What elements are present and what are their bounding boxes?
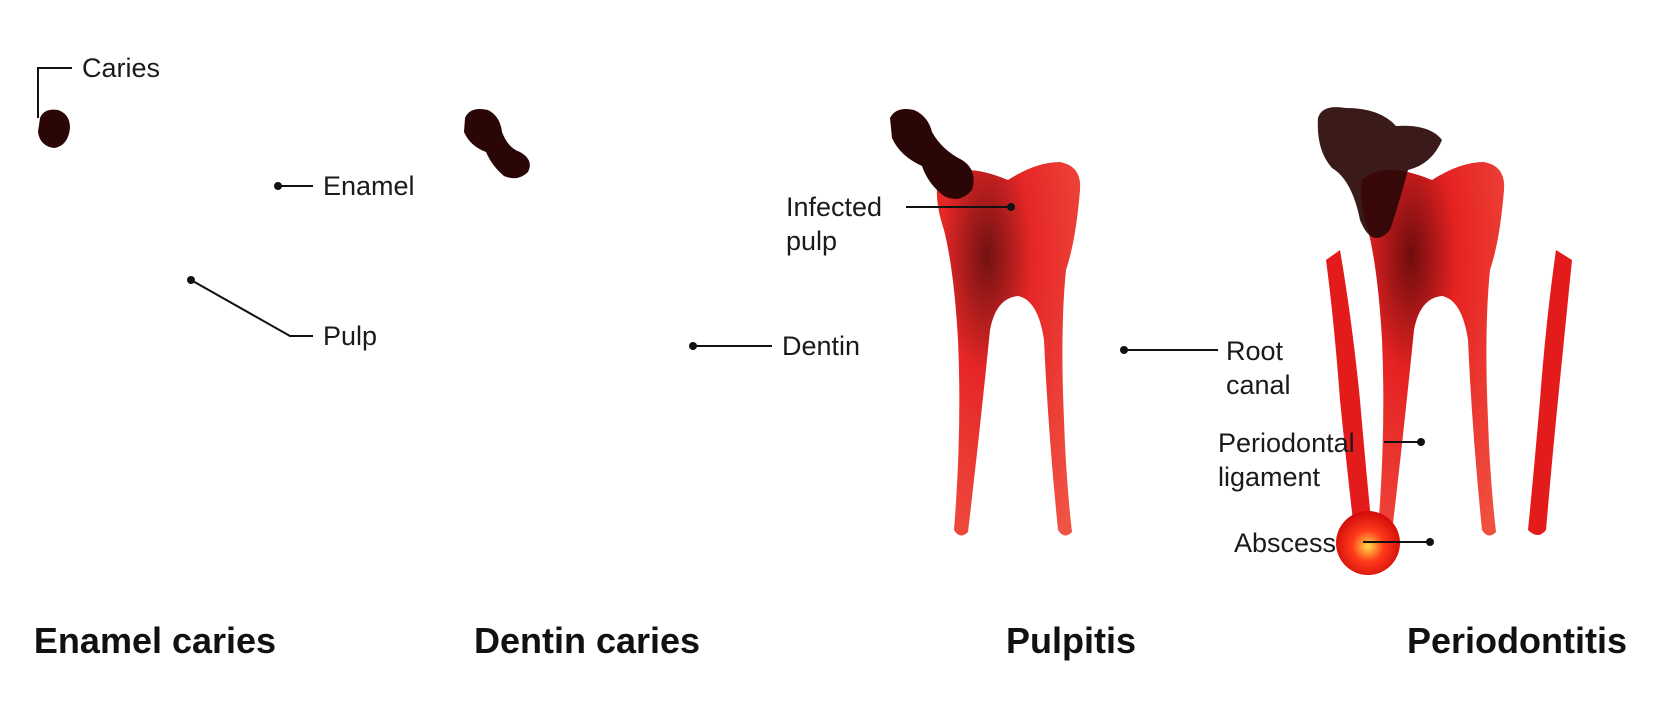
leader-pulp	[187, 276, 313, 337]
stage-title-enamel-caries: Enamel caries	[34, 620, 276, 661]
infected-pulp-region	[936, 162, 1081, 536]
leader-enamel	[274, 182, 313, 190]
label-infected-pulp-line2: pulp	[786, 226, 837, 256]
leader-caries	[37, 67, 72, 118]
leader-periodontal-ligament	[1384, 438, 1425, 446]
caries-lesion-4	[1317, 107, 1442, 238]
leader-infected-pulp	[906, 203, 1015, 211]
leader-abscess	[1363, 538, 1434, 546]
label-infected-pulp-line1: Infected	[786, 192, 882, 222]
label-caries: Caries	[82, 53, 160, 83]
stage-title-pulpitis: Pulpitis	[1006, 620, 1136, 661]
caries-lesion-2	[464, 109, 530, 179]
periodontal-infection	[1326, 250, 1572, 535]
label-root-canal-line2: canal	[1226, 370, 1291, 400]
stage-title-dentin-caries: Dentin caries	[474, 620, 700, 661]
caries-lesion-3	[890, 109, 974, 199]
stage-title-periodontitis: Periodontitis	[1407, 620, 1627, 661]
label-abscess: Abscess	[1234, 528, 1336, 558]
label-enamel: Enamel	[323, 171, 415, 201]
label-dentin: Dentin	[782, 331, 860, 361]
leader-root-canal	[1120, 346, 1218, 354]
label-periodontal-ligament-line2: ligament	[1218, 462, 1321, 492]
label-periodontal-ligament-line1: Periodontal	[1218, 428, 1355, 458]
leader-dentin	[689, 342, 772, 350]
label-root-canal-line1: Root	[1226, 336, 1284, 366]
label-pulp: Pulp	[323, 321, 377, 351]
caries-lesion-1	[38, 109, 70, 148]
